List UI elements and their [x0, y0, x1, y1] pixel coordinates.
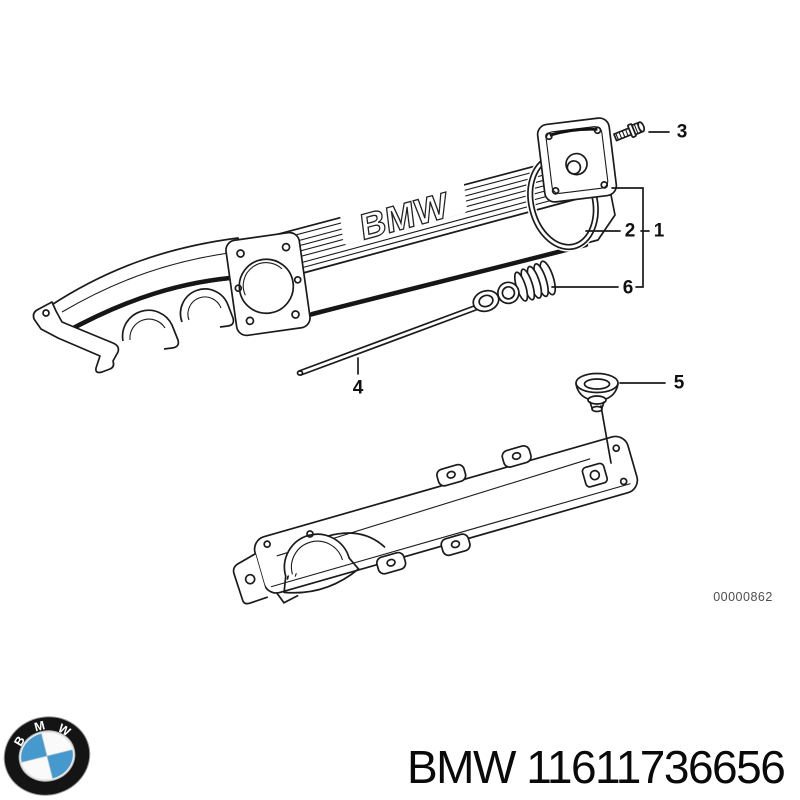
drawing-number: 00000862: [713, 590, 773, 604]
intake-manifold-drawing: BMW: [225, 149, 616, 337]
callout-leaders: [357, 131, 670, 384]
grommet-drawing: [575, 372, 619, 464]
vent-valve-drawing: [497, 260, 557, 305]
callout-3: 3: [677, 122, 688, 143]
callout-4: 4: [353, 378, 364, 399]
parts-diagram: BMW: [32, 117, 773, 605]
brand-text: BMW: [407, 741, 516, 793]
manifold-mount-bracket: [32, 301, 120, 374]
part-number-text: BMW 11611736656: [407, 740, 786, 794]
throttle-flange: [225, 231, 311, 337]
valve-cover-front-tabs: [375, 533, 471, 575]
callout-5: 5: [674, 373, 685, 394]
callout-2: 2: [625, 221, 636, 242]
valve-cover-back-tabs: [436, 445, 532, 487]
callout-6: 6: [623, 278, 634, 299]
manifold-runners: [32, 237, 247, 374]
callout-1: 1: [654, 221, 665, 242]
bmw-logo-icon: B M W: [3, 716, 91, 796]
valve-cover-drawing: [232, 435, 639, 605]
logo-letter-m: M: [33, 718, 46, 734]
cover-plate-drawing: [536, 117, 618, 203]
part-number: 11611736656: [526, 741, 786, 793]
valve-cover-left-flange: [232, 553, 269, 605]
bolt-drawing: [613, 121, 646, 142]
